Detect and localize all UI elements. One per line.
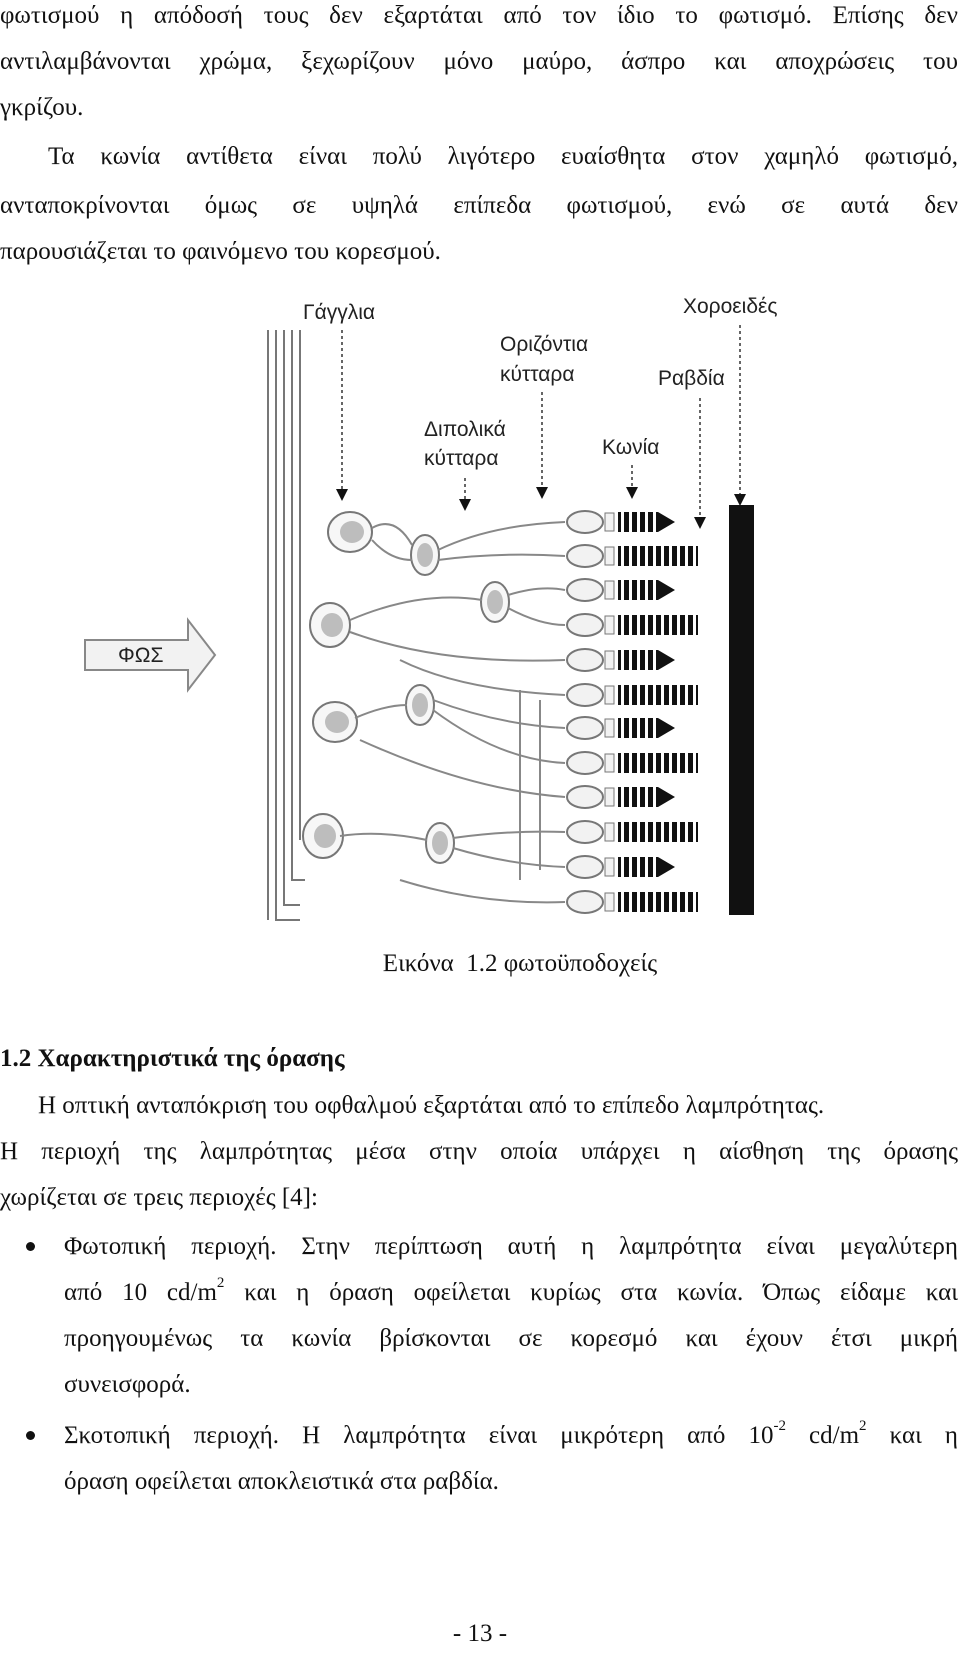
bullet-1-line-2-pre: από 10 cd/m <box>64 1279 217 1306</box>
bullet-1-line-1: Φωτοπική περιοχή. Στην περίπτωση αυτή η … <box>64 1233 958 1260</box>
label-horizontal-1: Οριζόντια <box>500 333 588 356</box>
label-horizontal-2: κύτταρα <box>500 363 575 386</box>
bullet-1-line-3: προηγουμένως τα κωνία βρίσκονται σε κορε… <box>64 1325 958 1352</box>
bullet-2-line-1-sup-2: 2 <box>859 1417 867 1434</box>
label-bipolar-1: Διπολικά <box>424 418 506 441</box>
label-ganglia: Γάγγλια <box>303 301 375 324</box>
photoreceptor-row <box>566 510 698 914</box>
intro-line-3: γκρίζου. <box>0 94 84 121</box>
page-number: - 13 - <box>452 1620 508 1647</box>
label-cones: Κωνία <box>602 436 659 459</box>
label-light: ΦΩΣ <box>118 644 163 667</box>
label-bipolar-2: κύτταρα <box>424 447 499 470</box>
figure-caption: Εικόνα 1.2 φωτοϋποδοχείς <box>0 950 960 978</box>
intro-line-1: φωτισμού η απόδοσή τους δεν εξαρτάται απ… <box>0 2 958 29</box>
cones-line-2: ανταποκρίνονται όμως σε υψηλά επίπεδα φω… <box>0 192 958 219</box>
bullet-1-line-2-sup: 2 <box>216 1274 225 1291</box>
cones-line-3: παρουσιάζεται το φαινόμενο του κορεσμού. <box>0 238 441 265</box>
label-choroid: Χοροειδές <box>683 295 778 318</box>
bullet-1-line-2-post: και η όραση οφείλεται κυρίως στα κωνία. … <box>224 1279 958 1306</box>
caption-text: 1.2 φωτοϋποδοχείς <box>466 950 658 977</box>
bullet-dot-2 <box>26 1431 35 1440</box>
section-heading: 1.2 Χαρακτηριστικά της όρασης <box>0 1045 345 1072</box>
bullet-dot-1 <box>26 1242 35 1251</box>
section-line-3: χωρίζεται σε τρεις περιοχές [4]: <box>0 1184 318 1211</box>
cones-line-1: Τα κωνία αντίθετα είναι πολύ λιγότερο ευ… <box>48 143 958 170</box>
choroid-layer <box>729 505 754 915</box>
label-rods: Ραβδία <box>658 367 725 390</box>
section-line-2: Η περιοχή της λαμπρότητας μέσα στην οποί… <box>0 1138 958 1165</box>
bullet-1-line-2: από 10 cd/m2 και η όραση οφείλεται κυρίω… <box>64 1275 958 1307</box>
bullet-2-line-2: όραση οφείλεται αποκλειστικά στα ραβδία. <box>64 1468 499 1495</box>
bullet-1-line-4: συνεισφορά. <box>64 1371 191 1398</box>
ganglion-nuclei <box>314 521 364 848</box>
bullet-2-line-1-sup-1: -2 <box>773 1417 786 1434</box>
axon-fibers <box>267 330 305 921</box>
bipolar-nuclei <box>412 543 503 855</box>
bullet-2-line-1: Σκοτοπική περιοχή. Η λαμπρότητα είναι μι… <box>64 1418 958 1450</box>
ganglion-cells <box>302 511 373 859</box>
intro-line-2: αντιλαμβάνονται χρώμα, ξεχωρίζουν μόνο μ… <box>0 48 958 75</box>
bullet-2-line-1-post: και η <box>866 1422 958 1449</box>
light-arrow: ΦΩΣ <box>84 617 217 693</box>
section-line-1: Η οπτική ανταπόκριση του οφθαλμού εξαρτά… <box>38 1092 825 1119</box>
dendrites <box>339 521 566 904</box>
bullet-2-line-1-pre: Σκοτοπική περιοχή. Η λαμπρότητα είναι μι… <box>64 1422 774 1449</box>
bullet-2-line-1-mid: cd/m <box>785 1422 860 1449</box>
photoreceptor-diagram: Γάγγλια Χοροειδές Οριζόντια κύτταρα Ραβδ… <box>84 295 778 921</box>
caption-label: Εικόνα <box>382 950 454 977</box>
